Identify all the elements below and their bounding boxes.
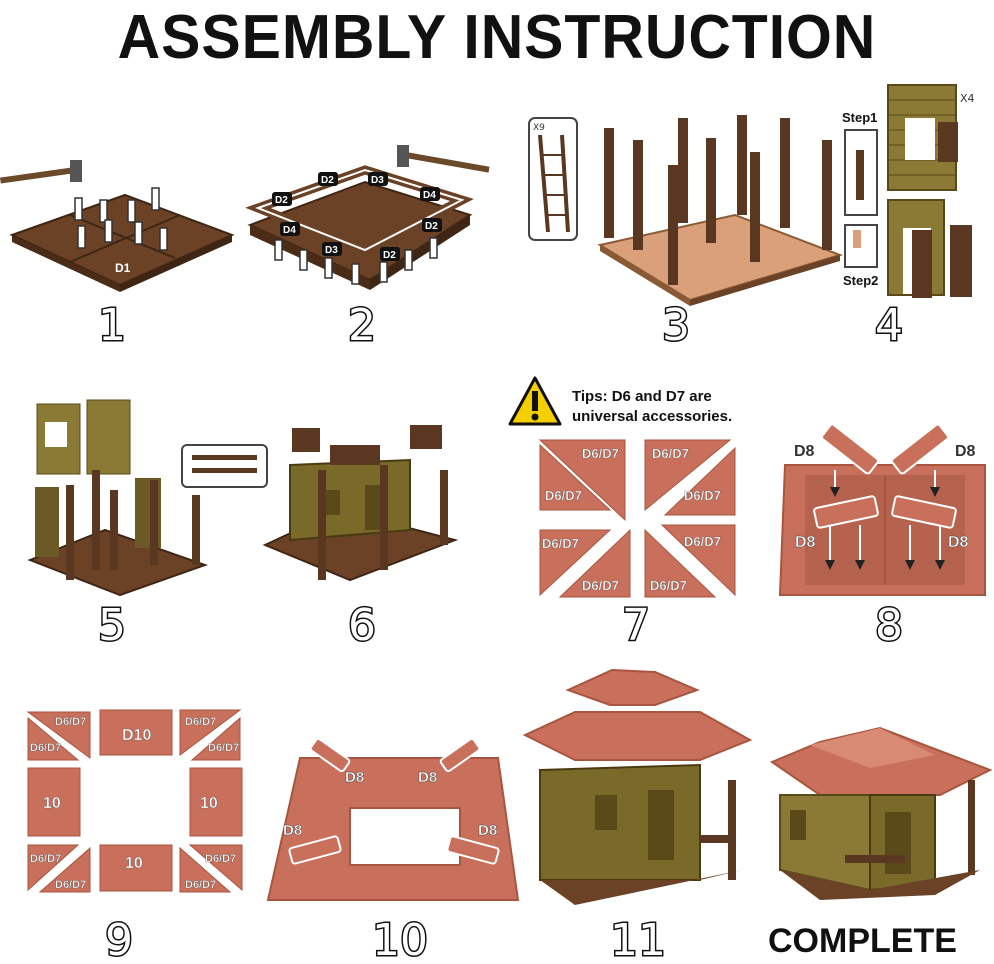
d6d7-label-9: D6/D7 xyxy=(55,716,86,728)
step-number-7: 7 xyxy=(622,600,650,651)
tips-line-1: Tips: D6 and D7 are xyxy=(572,388,712,405)
step-number-11: 11 xyxy=(610,915,666,964)
d6d7-label-14: D6/D7 xyxy=(55,879,86,891)
d6d7-label-13: D6/D7 xyxy=(30,853,61,865)
d8-label-1: D8 xyxy=(794,443,815,460)
part-d1-label: D1 xyxy=(115,261,131,275)
step-3-illustration: X9 xyxy=(528,115,878,306)
part-10-label-right: 10 xyxy=(200,795,218,812)
d6d7-label-3: D6/D7 xyxy=(545,488,582,503)
part-d3-label-b: D3 xyxy=(325,245,338,256)
d6d7-label-1: D6/D7 xyxy=(582,446,619,461)
d10-label: D10 xyxy=(122,727,151,744)
step-number-10: 10 xyxy=(372,915,428,964)
d8-label-5: D8 xyxy=(345,769,364,786)
step-6-illustration xyxy=(181,425,459,582)
part-d2-label-b: D2 xyxy=(275,195,288,206)
step2-label: Step2 xyxy=(843,273,878,288)
part-d3-label-a: D3 xyxy=(371,175,384,186)
part-d4-label-b: D4 xyxy=(283,225,296,236)
step-number-4: 4 xyxy=(875,300,903,351)
part-d2-label-d: D2 xyxy=(383,250,396,261)
d8-label-3: D8 xyxy=(795,534,816,551)
step-1-illustration: D1 xyxy=(0,160,235,292)
x4-label: X4 xyxy=(960,92,975,105)
step-number-9: 9 xyxy=(105,915,133,964)
step-5-illustration xyxy=(27,399,209,597)
step-11-illustration xyxy=(522,668,753,905)
part-10-label-left: 10 xyxy=(43,795,61,812)
step-number-3: 3 xyxy=(662,300,690,351)
d6d7-label-15: D6/D7 xyxy=(205,853,236,865)
d6d7-label-16: D6/D7 xyxy=(185,879,216,891)
complete-label: COMPLETE xyxy=(768,922,957,960)
step-8-illustration: D8 D8 D8 D8 xyxy=(778,423,986,596)
tips-line-2: universal accessories. xyxy=(572,408,732,425)
d6d7-label-5: D6/D7 xyxy=(542,536,579,551)
d8-label-8: D8 xyxy=(478,822,497,839)
page-title: ASSEMBLY INSTRUCTION xyxy=(117,3,877,72)
step-number-2: 2 xyxy=(348,300,376,351)
d8-label-7: D8 xyxy=(283,822,302,839)
step-7-illustration: D6/D7 D6/D7 D6/D7 D6/D7 D6/D7 D6/D7 D6/D… xyxy=(538,439,736,598)
step-9-illustration: D6/D7 D6/D7 D10 D6/D7 D6/D7 10 10 D6/D7 … xyxy=(26,709,243,893)
d6d7-label-7: D6/D7 xyxy=(582,578,619,593)
step-number-5: 5 xyxy=(98,600,126,651)
d6d7-label-11: D6/D7 xyxy=(185,716,216,728)
part-10-label-bottom: 10 xyxy=(125,855,143,872)
d6d7-label-6: D6/D7 xyxy=(684,534,721,549)
d6d7-label-2: D6/D7 xyxy=(652,446,689,461)
d6d7-label-12: D6/D7 xyxy=(208,742,239,754)
step-2-illustration: D2 D3 D2 D4 D4 D2 D3 D2 xyxy=(245,145,490,290)
complete-illustration xyxy=(769,726,993,900)
part-d2-label-c: D2 xyxy=(425,221,438,232)
d8-label-6: D8 xyxy=(418,769,437,786)
step-number-8: 8 xyxy=(875,600,903,651)
d6d7-label-8: D6/D7 xyxy=(650,578,687,593)
step-4-illustration: Step1 Step2 X4 xyxy=(842,84,975,298)
step-number-1: 1 xyxy=(98,300,126,351)
step-number-6: 6 xyxy=(348,600,376,651)
part-d4-label-a: D4 xyxy=(423,190,436,201)
d6d7-label-4: D6/D7 xyxy=(684,488,721,503)
step1-label: Step1 xyxy=(842,110,877,125)
warning-icon xyxy=(508,376,562,426)
x9-label: X9 xyxy=(533,123,545,133)
step-10-illustration: D8 D8 D8 D8 xyxy=(266,737,520,901)
d8-label-2: D8 xyxy=(955,443,976,460)
d8-label-4: D8 xyxy=(948,534,969,551)
part-d2-label-a: D2 xyxy=(321,175,334,186)
d6d7-label-10: D6/D7 xyxy=(30,742,61,754)
